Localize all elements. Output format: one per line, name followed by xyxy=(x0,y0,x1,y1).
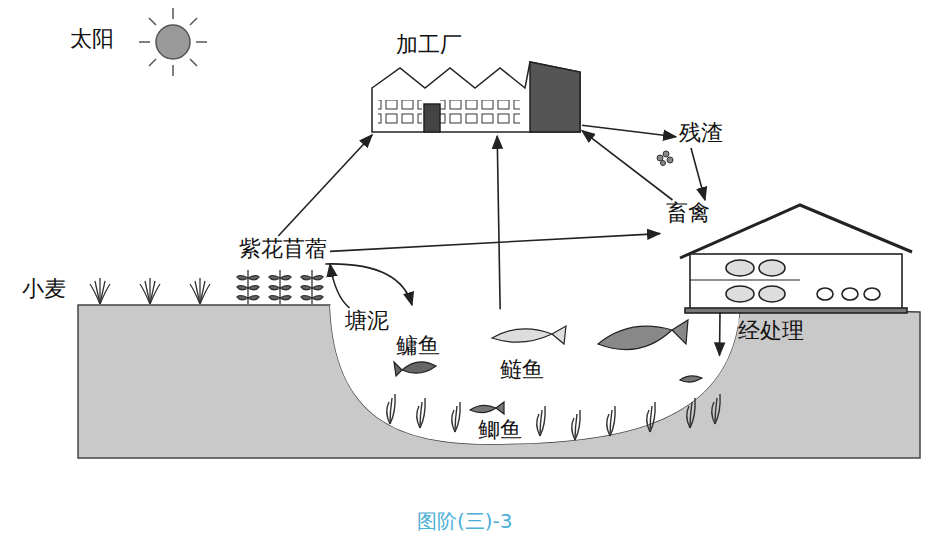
label-node: 紫花苜蓿 xyxy=(236,236,330,264)
barn xyxy=(680,205,912,313)
edge-label: 经处理 xyxy=(738,318,804,343)
caption: 图阶(三)-3 xyxy=(417,508,513,535)
flow-arrow xyxy=(582,131,673,200)
node-text: 鲫鱼 xyxy=(478,417,522,442)
pond-node: 鳙鱼鲢鱼鲫鱼 xyxy=(330,305,740,445)
text-label: 太阳 xyxy=(70,26,114,51)
flow-arrow xyxy=(691,148,705,200)
node-text: 鲢鱼 xyxy=(500,357,544,382)
barn-node: 畜禽 xyxy=(660,200,910,312)
flow-arrow xyxy=(330,234,660,252)
label-node: 残渣 xyxy=(676,120,726,148)
flow-arrow xyxy=(497,136,500,309)
node-text: 畜禽 xyxy=(666,200,710,225)
crops xyxy=(90,270,323,304)
text-label: 小麦 xyxy=(22,276,66,301)
label-node: 塘泥 xyxy=(342,308,392,336)
node-text: 残渣 xyxy=(679,120,729,145)
flow-arrow xyxy=(582,125,676,137)
node-text: 加工厂 xyxy=(396,32,462,57)
factory-building xyxy=(372,62,580,132)
fish xyxy=(394,320,702,414)
factory-node: 加工厂 xyxy=(370,28,582,136)
node-text: 鳙鱼 xyxy=(396,333,440,358)
pond-weeds xyxy=(387,394,720,440)
residue-pile xyxy=(657,151,673,166)
flow-arrow xyxy=(330,264,350,308)
ground xyxy=(78,305,920,458)
sun xyxy=(139,8,207,76)
flow-arrow xyxy=(719,312,721,355)
pond-water xyxy=(330,305,740,444)
flow-arrow xyxy=(278,135,372,236)
flow-arrow xyxy=(325,264,412,305)
node-text: 紫花苜蓿 xyxy=(239,236,333,261)
node-text: 塘泥 xyxy=(345,308,395,333)
